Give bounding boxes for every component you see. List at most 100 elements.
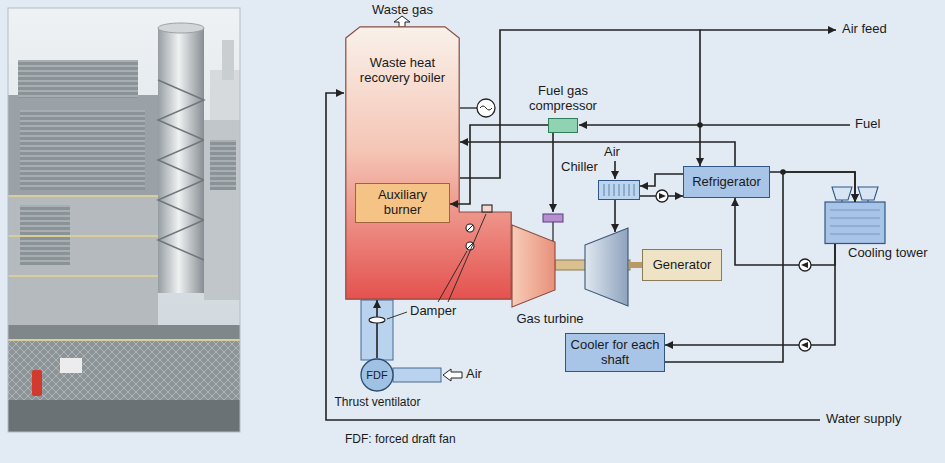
pump-symbol bbox=[656, 190, 668, 202]
air-feed-line bbox=[700, 29, 836, 31]
fan-stem bbox=[841, 200, 842, 202]
damper-symbol bbox=[369, 205, 492, 323]
process-box: Generator bbox=[642, 249, 722, 281]
flow-line bbox=[640, 174, 683, 186]
pump-symbol bbox=[799, 339, 811, 351]
compressor-section bbox=[585, 228, 628, 306]
chiller-box-drawing bbox=[599, 181, 641, 201]
coil-line bbox=[619, 184, 620, 196]
flow-line bbox=[552, 133, 554, 212]
pump-symbol bbox=[656, 190, 668, 202]
chiller-box bbox=[598, 180, 640, 200]
flow-label: Water supply bbox=[826, 412, 901, 427]
label-slot: Water supply bbox=[826, 412, 901, 427]
flow-label: Air feed bbox=[842, 22, 887, 37]
fill-line bbox=[830, 234, 880, 235]
compressor-box bbox=[548, 118, 578, 133]
coil-line bbox=[624, 184, 625, 196]
node-text: Cooler for each shaft bbox=[570, 338, 660, 368]
node-text: Cooling tower bbox=[848, 246, 897, 261]
leader-line bbox=[387, 312, 407, 319]
turbine-figure bbox=[510, 212, 630, 308]
fill-line bbox=[830, 210, 880, 211]
label-slot: Air feed bbox=[842, 22, 887, 37]
flow-line bbox=[630, 262, 642, 268]
junction-dot bbox=[780, 169, 786, 175]
air-intake-line bbox=[614, 161, 616, 179]
damper-symbol bbox=[466, 242, 474, 250]
boiler-shell bbox=[346, 27, 511, 299]
lower-wall bbox=[8, 195, 158, 325]
footnote: FDF: forced draft fan bbox=[345, 433, 456, 447]
node-text: FDF bbox=[366, 369, 387, 382]
flow-line bbox=[450, 125, 548, 204]
chiller-unit: Chiller bbox=[561, 160, 641, 200]
site-photo bbox=[8, 8, 240, 432]
damper-symbol bbox=[482, 205, 492, 212]
drum-pipe bbox=[460, 107, 477, 108]
fan-casing bbox=[361, 359, 393, 391]
text-slot: Cooling tower bbox=[848, 246, 897, 261]
process-box: Refrigerator bbox=[683, 166, 770, 198]
label-slot: Air bbox=[604, 145, 620, 160]
exhaust-arrow bbox=[394, 16, 410, 27]
sky bbox=[8, 8, 240, 432]
text-slot: Gas turbine bbox=[510, 312, 590, 327]
louver-panel bbox=[210, 140, 236, 190]
node-text: Generator bbox=[653, 258, 712, 273]
coil-line bbox=[634, 184, 635, 196]
flow-label: Air bbox=[466, 367, 482, 382]
node-text: Thrust ventilator bbox=[330, 396, 425, 410]
node-text: Auxiliary burner bbox=[360, 188, 445, 218]
extinguisher bbox=[32, 370, 42, 396]
flow-line bbox=[376, 300, 378, 358]
exhaust-label: Waste gas bbox=[372, 3, 433, 18]
ground bbox=[8, 325, 240, 432]
coil-line bbox=[604, 184, 605, 196]
compressor-unit: Fuel gas compressor bbox=[523, 84, 603, 134]
node-text: Gas turbine bbox=[510, 312, 590, 327]
label-slot: FDF: forced draft fan bbox=[345, 433, 456, 447]
side-unit bbox=[204, 120, 240, 300]
air-inlet-arrow bbox=[443, 369, 462, 381]
flow-line bbox=[460, 142, 735, 166]
railing bbox=[8, 195, 158, 197]
fence bbox=[8, 340, 240, 400]
coil-line bbox=[609, 184, 610, 196]
railing bbox=[8, 275, 158, 277]
combustor-pipe bbox=[552, 222, 553, 241]
flow-line bbox=[665, 172, 855, 362]
pump-symbol bbox=[799, 259, 811, 271]
damper-symbol bbox=[466, 224, 474, 232]
turbine-section bbox=[512, 225, 555, 307]
flow-line bbox=[665, 244, 835, 345]
fill-line bbox=[830, 226, 880, 227]
coil-line bbox=[614, 184, 615, 196]
tower-body bbox=[825, 202, 885, 244]
leader-line bbox=[448, 214, 486, 302]
stack-top bbox=[158, 23, 204, 33]
sign-plate bbox=[60, 358, 82, 373]
process-box: Cooler for each shaft bbox=[565, 333, 665, 372]
fuel-line bbox=[579, 124, 850, 126]
steam-drum-symbol bbox=[477, 99, 495, 117]
pump-direction bbox=[659, 193, 666, 199]
pump-symbol bbox=[799, 259, 811, 271]
tower-fan bbox=[832, 187, 852, 200]
coil-line bbox=[629, 184, 630, 196]
flow-line bbox=[614, 200, 616, 232]
roof-unit bbox=[18, 60, 138, 98]
node-text: Waste heat recovery boiler bbox=[350, 56, 455, 86]
burner-box: Auxiliary burner bbox=[355, 183, 450, 223]
fill-line bbox=[830, 218, 880, 219]
water-level bbox=[480, 106, 492, 110]
flow-label: Fuel bbox=[855, 117, 880, 132]
combustor bbox=[543, 214, 563, 222]
flow-line bbox=[735, 198, 835, 265]
damper-blade bbox=[467, 225, 473, 231]
fence-rail bbox=[8, 339, 240, 341]
label-slot: Damper bbox=[410, 304, 456, 319]
node-text: Chiller bbox=[561, 160, 607, 175]
part-label: Damper bbox=[410, 304, 456, 319]
flow-line bbox=[460, 30, 700, 178]
